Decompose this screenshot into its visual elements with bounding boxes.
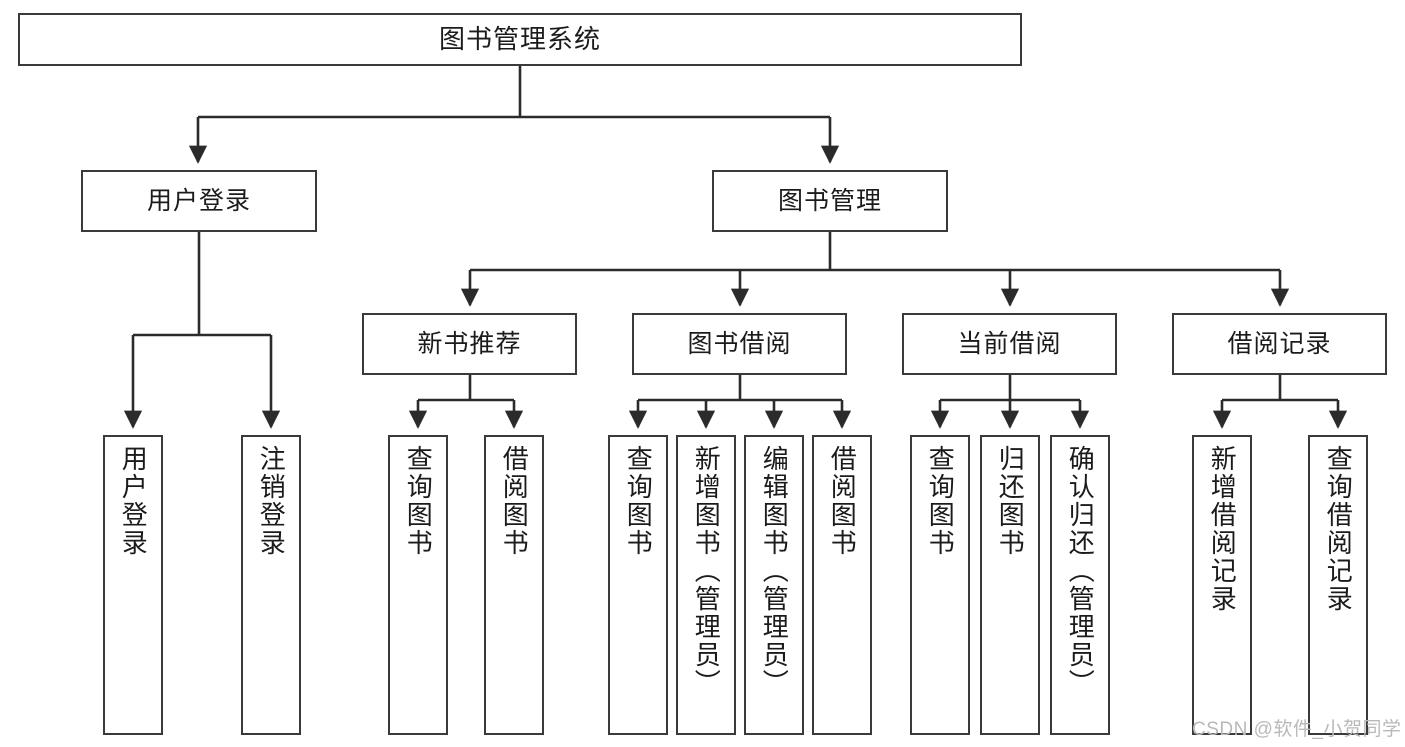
- node-label: 借阅记录: [1227, 329, 1332, 358]
- node-label: 当前借阅: [957, 329, 1062, 358]
- leaf-current-query-book[interactable]: 查询图书: [910, 435, 970, 735]
- node-book-borrow[interactable]: 图书借阅: [632, 313, 847, 375]
- leaf-user-login-logout[interactable]: 注销登录: [241, 435, 301, 735]
- node-label: 用户登录: [118, 445, 149, 557]
- node-label: 图书管理: [777, 186, 882, 215]
- node-label: 图书借阅: [687, 329, 792, 358]
- leaf-borrow-add-book-admin[interactable]: 新增图书（管理员）: [676, 435, 736, 735]
- leaf-borrow-edit-book-admin[interactable]: 编辑图书（管理员）: [744, 435, 804, 735]
- node-borrow-record[interactable]: 借阅记录: [1172, 313, 1387, 375]
- leaf-current-return-book[interactable]: 归还图书: [980, 435, 1040, 735]
- node-label: 查询图书: [925, 445, 956, 557]
- node-root-system[interactable]: 图书管理系统: [18, 13, 1022, 66]
- node-label: 新增借阅记录: [1207, 445, 1238, 613]
- node-label: 图书管理系统: [438, 24, 601, 55]
- leaf-record-query-record[interactable]: 查询借阅记录: [1308, 435, 1368, 735]
- node-label: 查询图书: [623, 445, 654, 557]
- leaf-borrow-query-book[interactable]: 查询图书: [608, 435, 668, 735]
- node-current-borrow[interactable]: 当前借阅: [902, 313, 1117, 375]
- node-label: 查询借阅记录: [1323, 445, 1354, 613]
- node-label: 新书推荐: [417, 329, 522, 358]
- csdn-watermark: CSDN @软件_小贺同学: [1192, 719, 1402, 740]
- node-label: 借阅图书: [499, 445, 530, 557]
- node-book-management[interactable]: 图书管理: [712, 170, 948, 232]
- node-label: 归还图书: [995, 445, 1026, 557]
- node-new-book-recommend[interactable]: 新书推荐: [362, 313, 577, 375]
- node-label: 新增图书（管理员）: [691, 445, 722, 697]
- leaf-user-login-login[interactable]: 用户登录: [103, 435, 163, 735]
- node-label: 借阅图书: [827, 445, 858, 557]
- node-label: 编辑图书（管理员）: [759, 445, 790, 697]
- node-label: 用户登录: [146, 186, 251, 215]
- node-label: 确认归还（管理员）: [1065, 445, 1096, 697]
- leaf-current-confirm-return-admin[interactable]: 确认归还（管理员）: [1050, 435, 1110, 735]
- node-label: 注销登录: [256, 445, 287, 557]
- leaf-recommend-query-book[interactable]: 查询图书: [388, 435, 448, 735]
- node-user-login[interactable]: 用户登录: [81, 170, 317, 232]
- leaf-record-add-record[interactable]: 新增借阅记录: [1192, 435, 1252, 735]
- leaf-recommend-borrow-book[interactable]: 借阅图书: [484, 435, 544, 735]
- leaf-borrow-borrow-book[interactable]: 借阅图书: [812, 435, 872, 735]
- node-label: 查询图书: [403, 445, 434, 557]
